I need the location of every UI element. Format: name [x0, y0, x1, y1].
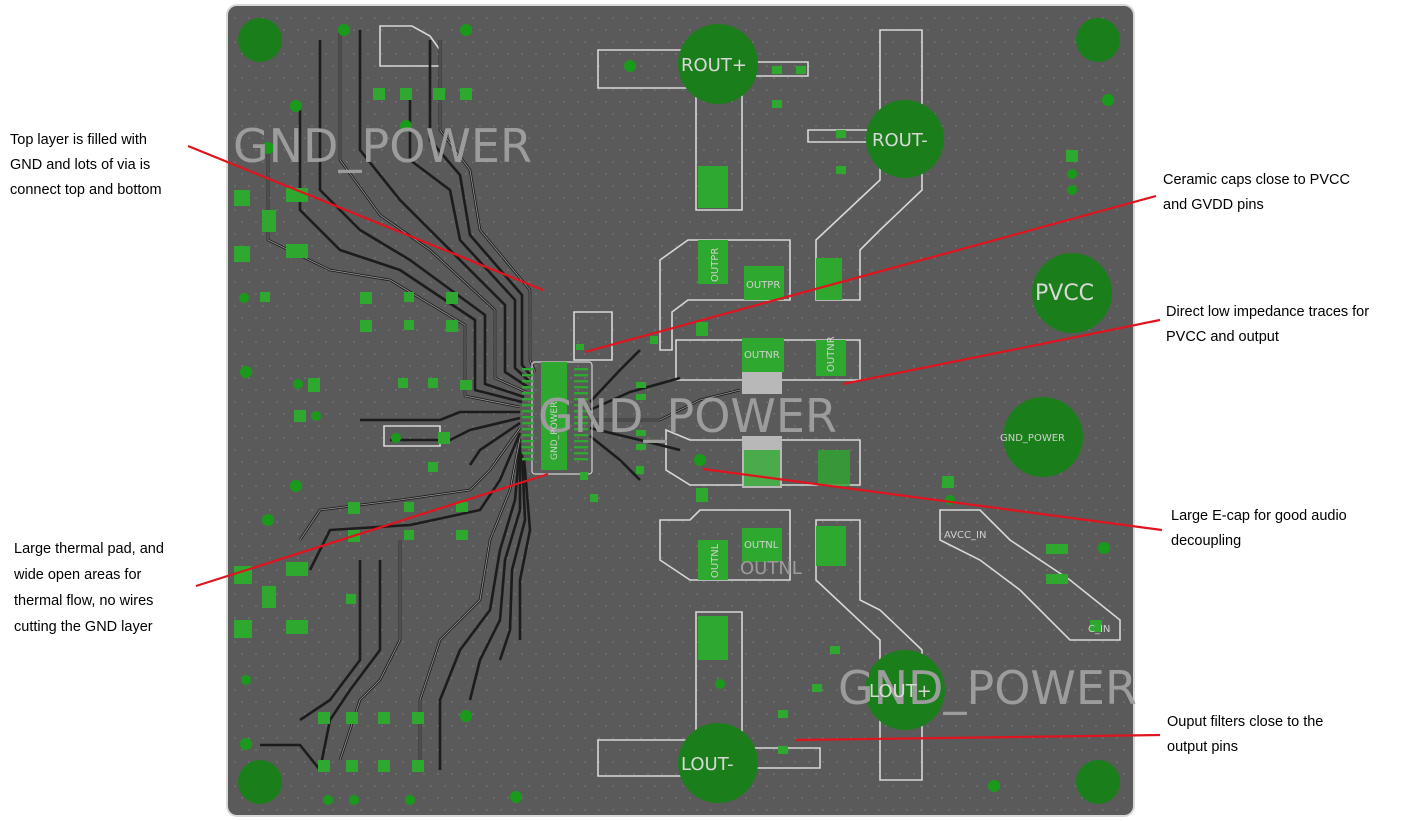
silk-avcc-in: AVCC_IN — [944, 530, 986, 541]
callout-line: cutting the GND layer — [14, 619, 153, 635]
large-copper-circles — [678, 24, 1112, 803]
silk-gnd-power-pad: GND_POWER — [1000, 433, 1065, 444]
callout-leader-lines — [187, 144, 1163, 742]
callout-line: Large thermal pad, and — [14, 541, 164, 557]
callout-ecap: Large E-cap for good audio decoupling — [1171, 504, 1347, 554]
leader-top-layer — [187, 144, 544, 292]
callout-line: Top layer is filled with — [10, 132, 147, 148]
vias — [239, 24, 1114, 805]
leader-output-filters — [795, 733, 1161, 742]
silk-lout-plus: LOUT+ — [869, 681, 932, 702]
leader-direct-traces — [842, 318, 1161, 386]
output-filter-pads — [698, 166, 850, 660]
silk-pvcc: PVCC — [1035, 281, 1094, 306]
callout-line: GND and lots of via is — [10, 157, 151, 173]
callout-line: connect top and bottom — [10, 182, 162, 198]
silk-c-in: C_IN — [1088, 624, 1110, 635]
silk-outnl-1: OUTNL — [744, 540, 779, 551]
passive-component-pads — [234, 66, 1102, 772]
amplifier-ic — [522, 361, 593, 475]
mounting-holes — [238, 18, 1120, 804]
callout-line: decoupling — [1171, 533, 1242, 549]
callout-thermal-pad: Large thermal pad, and wide open areas f… — [14, 536, 164, 640]
callout-line: Direct low impedance traces for — [1166, 304, 1370, 320]
silk-rout-minus: ROUT- — [872, 130, 928, 151]
silk-gnd-power-top: GND_POWER — [233, 119, 532, 173]
callout-line: and GVDD pins — [1163, 197, 1264, 213]
callout-direct-traces: Direct low impedance traces for PVCC and… — [1166, 300, 1369, 350]
silk-outpr-1: OUTPR — [710, 248, 721, 282]
callout-line: output pins — [1167, 739, 1238, 755]
callout-line: Ceramic caps close to PVCC — [1163, 172, 1350, 188]
callout-line: thermal flow, no wires — [14, 593, 154, 609]
thermal-pad — [541, 362, 567, 470]
silk-outpr-2: OUTPR — [746, 280, 780, 291]
silk-outnl-big: OUTNL — [740, 558, 802, 579]
callout-output-filters: Ouput filters close to the output pins — [1167, 710, 1323, 760]
leader-thermal-pad — [195, 472, 549, 588]
callout-top-layer: Top layer is filled with GND and lots of… — [10, 128, 162, 203]
signal-trace-highlights — [267, 30, 741, 761]
silk-gnd-power-thermal: GND_POWER — [550, 402, 560, 461]
silk-outnl-2: OUTNL — [710, 543, 721, 578]
silk-rout-plus: ROUT+ — [681, 55, 747, 76]
silk-lout-minus: LOUT- — [681, 754, 734, 775]
callout-ceramic-caps: Ceramic caps close to PVCC and GVDD pins — [1163, 168, 1350, 218]
callout-line: Large E-cap for good audio — [1171, 508, 1347, 524]
leader-ceramic-caps — [584, 194, 1157, 354]
silkscreen-labels: GND_POWER GND_POWER GND_POWER PVCC ROUT+… — [233, 55, 1137, 775]
silk-outnr-2: OUTNR — [826, 336, 837, 372]
silk-gnd-power-center: GND_POWER — [538, 389, 837, 443]
silk-gnd-power-bottom: GND_POWER — [838, 661, 1137, 715]
callout-line: wide open areas for — [14, 567, 142, 583]
callout-line: PVCC and output — [1166, 329, 1279, 345]
silk-outnr-1: OUTNR — [744, 350, 780, 361]
callout-line: Ouput filters close to the — [1167, 714, 1324, 730]
leader-ecap — [702, 467, 1163, 532]
